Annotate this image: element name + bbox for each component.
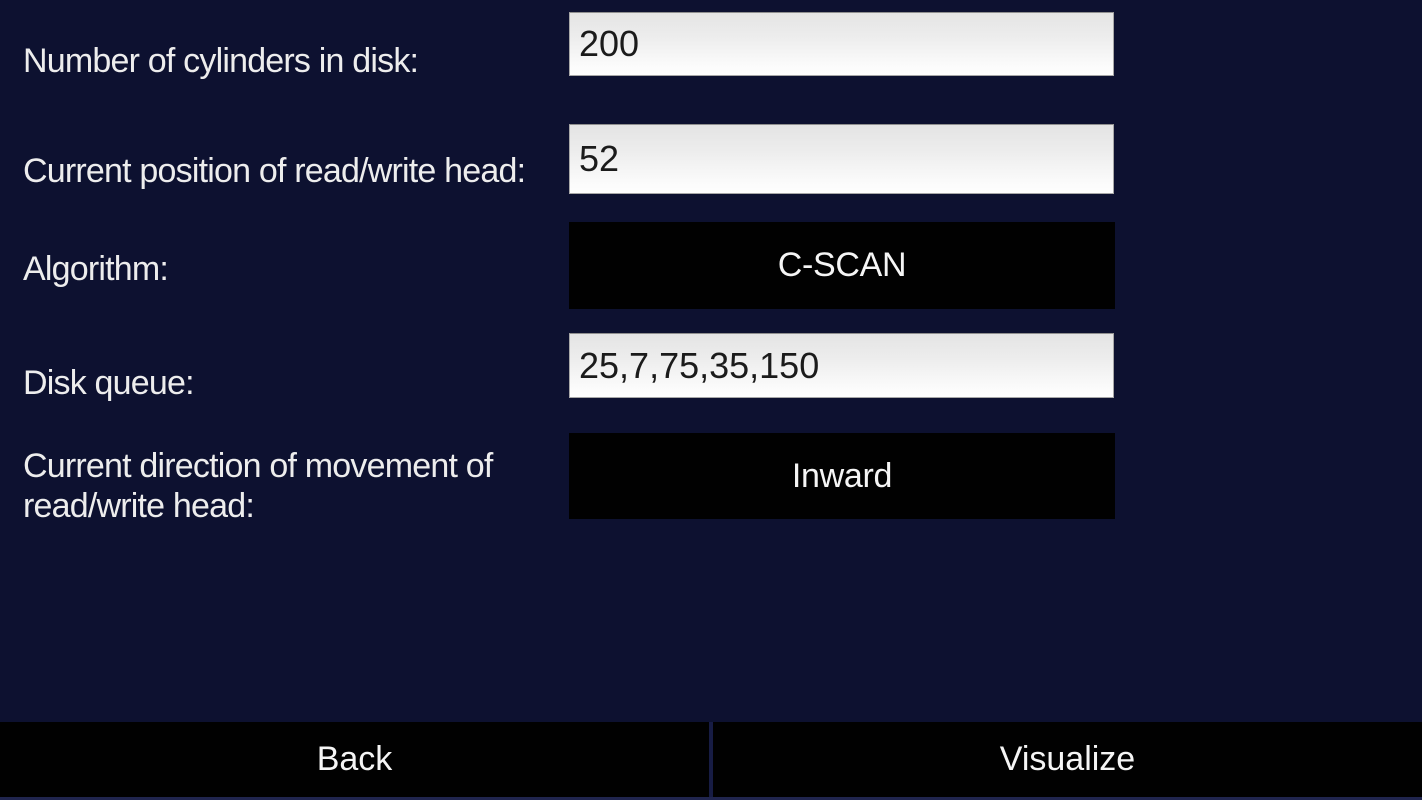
direction-selector-button[interactable]: Inward <box>569 433 1115 519</box>
cylinders-input[interactable] <box>569 12 1114 76</box>
algorithm-selector-button[interactable]: C-SCAN <box>569 222 1115 309</box>
head-position-input[interactable] <box>569 124 1114 194</box>
disk-queue-label: Disk queue: <box>23 364 195 402</box>
disk-queue-input[interactable] <box>569 333 1114 398</box>
footer-divider <box>709 722 713 797</box>
visualize-button[interactable]: Visualize <box>713 722 1422 797</box>
cylinders-label: Number of cylinders in disk: <box>23 42 419 80</box>
algorithm-label: Algorithm: <box>23 250 169 288</box>
head-position-label: Current position of read/write head: <box>23 152 526 190</box>
back-button[interactable]: Back <box>0 722 709 797</box>
footer-bar: Back Visualize <box>0 722 1422 797</box>
direction-label: Current direction of movement of read/wr… <box>23 447 493 525</box>
bottom-edge-strip <box>0 797 1422 800</box>
